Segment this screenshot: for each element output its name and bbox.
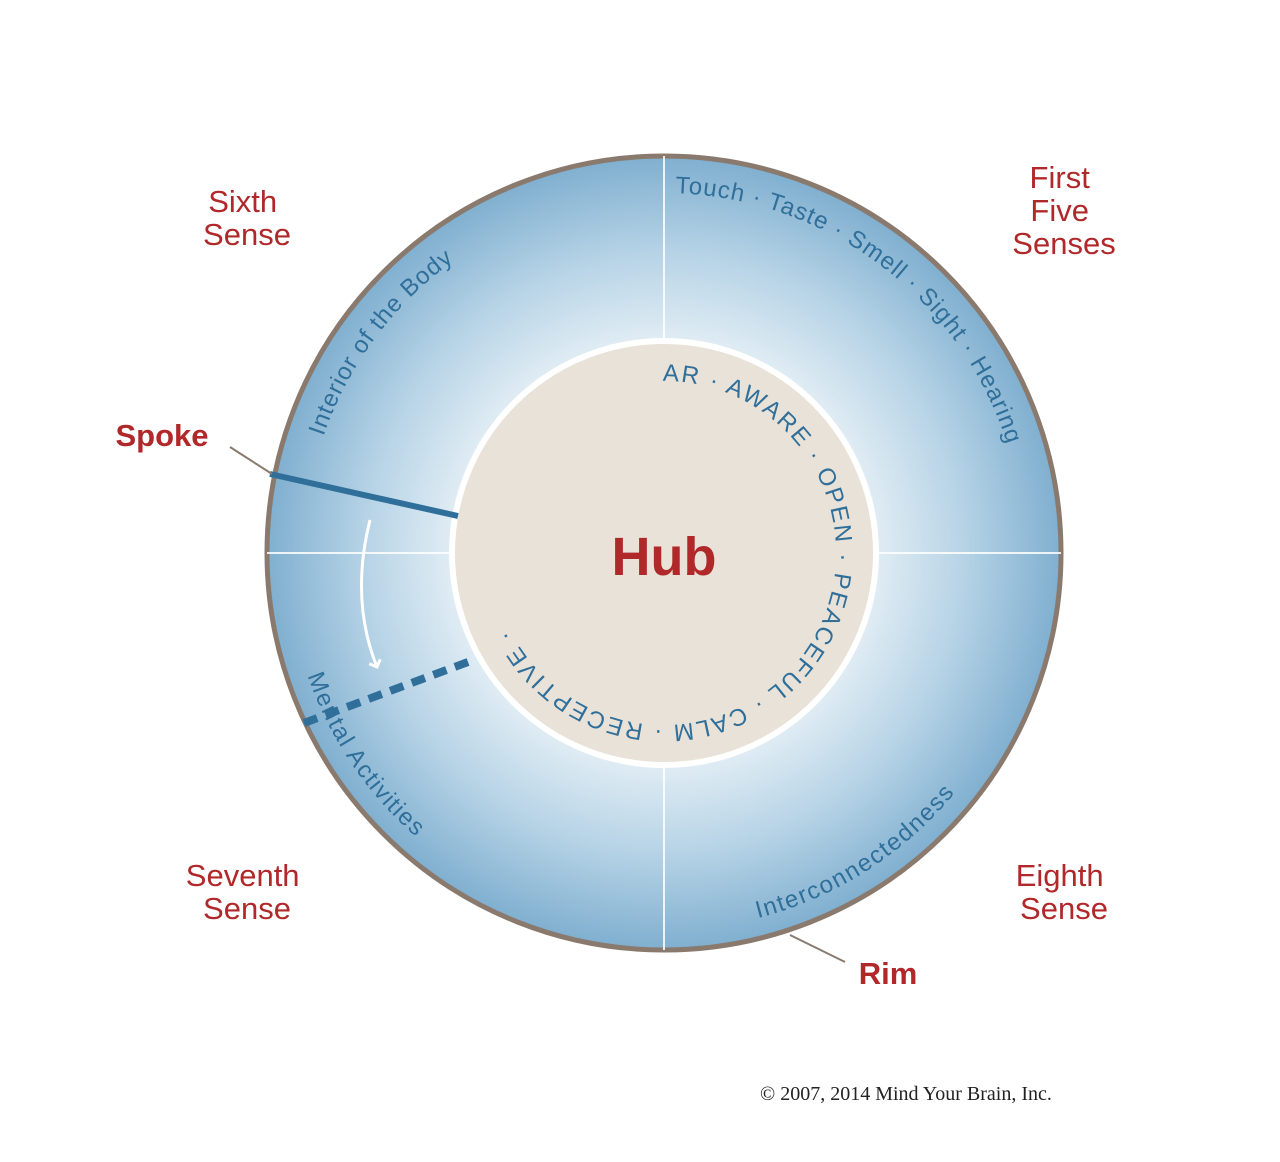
rim-leader-line	[789, 934, 846, 963]
spoke-leader-line	[229, 446, 273, 475]
spoke-dashed	[302, 655, 478, 727]
quadrant-first-line-1: First	[1030, 160, 1091, 195]
quadrant-seventh-line-2: Sense	[203, 891, 291, 926]
quadrant-eighth-line-1: Eighth	[1016, 858, 1104, 893]
rim-label: Rim	[859, 956, 918, 991]
curved-arrow-icon	[360, 519, 377, 667]
quadrant-first-line-2: Five	[1030, 193, 1089, 228]
quadrant-seventh-sense-label: Seventh Sense	[186, 858, 308, 926]
quadrant-first-five-senses-label: First Five Senses	[1012, 160, 1115, 261]
hub-label: Hub	[612, 527, 717, 587]
hub-circle	[449, 338, 879, 768]
quadrant-seventh-line-1: Seventh	[186, 858, 300, 893]
quadrant-eighth-line-2: Sense	[1020, 891, 1108, 926]
quadrant-first-line-3: Senses	[1012, 226, 1115, 261]
quadrant-eighth-sense-label: Eighth Sense	[1016, 858, 1113, 926]
quadrant-sixth-sense-label: Sixth Sense	[203, 184, 291, 252]
quadrant-sixth-line-2: Sense	[203, 217, 291, 252]
quadrant-sixth-line-1: Sixth	[208, 184, 277, 219]
copyright-notice: © 2007, 2014 Mind Your Brain, Inc.	[760, 1083, 1052, 1105]
spoke-label: Spoke	[115, 418, 208, 453]
spoke-solid	[269, 471, 459, 519]
